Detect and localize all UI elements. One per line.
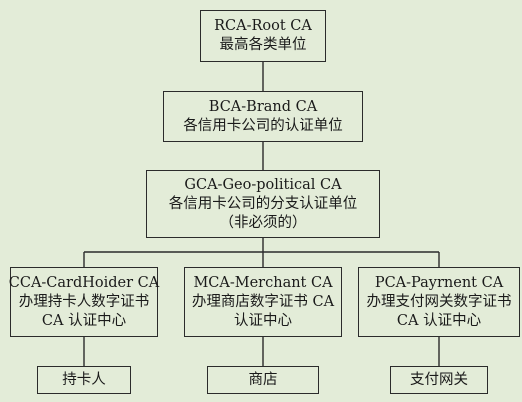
brand-ca-box: BCA-Brand CA 各信用卡公司的认证单位 (163, 91, 363, 142)
payment-ca-center: CA 认证中心 (396, 312, 482, 329)
brand-ca-description: 各信用卡公司的认证单位 (183, 117, 343, 134)
merchant-ca-box: MCA-Merchant CA 办理商店数字证书 CA 认证中心 (184, 267, 342, 337)
geo-ca-box: GCA-Geo-political CA 各信用卡公司的分支认证单位 （非必须的… (146, 170, 380, 238)
root-ca-box: RCA-Root CA 最高各类单位 (200, 10, 326, 62)
cardholder-ca-title: CCA-CardHoider CA (8, 274, 160, 291)
brand-ca-title: BCA-Brand CA (208, 98, 318, 115)
merchant-ca-description: 办理商店数字证书 CA (191, 293, 335, 310)
payment-ca-box: PCA-Payrnent CA 办理支付网关数字证书 CA 认证中心 (358, 267, 520, 337)
cardholder-ca-description: 办理持卡人数字证书 (18, 293, 150, 310)
payment-leaf-label: 支付网关 (410, 371, 468, 388)
payment-ca-title: PCA-Payrnent CA (374, 274, 504, 291)
geo-ca-title: GCA-Geo-political CA (184, 176, 342, 193)
merchant-ca-title: MCA-Merchant CA (193, 274, 333, 291)
geo-ca-description: 各信用卡公司的分支认证单位 (168, 195, 358, 212)
cardholder-leaf-box: 持卡人 (37, 366, 131, 394)
merchant-leaf-box: 商店 (207, 366, 319, 394)
payment-ca-description: 办理支付网关数字证书 (366, 293, 512, 310)
cardholder-ca-box: CCA-CardHoider CA 办理持卡人数字证书 CA 认证中心 (8, 267, 160, 337)
root-ca-description: 最高各类单位 (219, 37, 307, 53)
merchant-leaf-label: 商店 (248, 371, 278, 388)
payment-leaf-box: 支付网关 (390, 366, 488, 394)
merchant-ca-center: 认证中心 (234, 312, 292, 329)
root-ca-title: RCA-Root CA (214, 18, 312, 34)
cardholder-ca-center: CA 认证中心 (41, 312, 127, 329)
cardholder-leaf-label: 持卡人 (62, 371, 106, 388)
geo-ca-note: （非必须的） (219, 214, 307, 231)
